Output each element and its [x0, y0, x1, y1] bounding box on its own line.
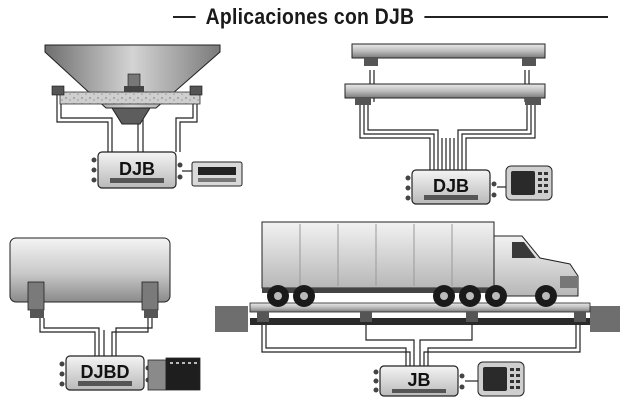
- load-cell: [522, 58, 536, 66]
- pit-wall-left: [215, 306, 248, 332]
- weight-indicator-bridge: [505, 165, 553, 201]
- load-cell: [355, 98, 371, 105]
- beam-cables: [359, 70, 536, 172]
- plc-module: [147, 357, 201, 391]
- beam-scale-application: [344, 43, 546, 172]
- truck-scale-application: [215, 221, 620, 368]
- scale-platform: [249, 302, 591, 313]
- motor-base: [124, 86, 144, 92]
- load-cell: [364, 58, 378, 66]
- djb-junction-box-bridge: DJB: [405, 169, 497, 205]
- scale-deck: [250, 318, 590, 325]
- load-cell: [189, 85, 203, 96]
- hopper-application: [44, 44, 221, 152]
- load-cell: [574, 312, 586, 322]
- djbd-junction-box-tank: DJBD: [59, 355, 151, 391]
- load-cell: [51, 85, 65, 96]
- trailer-panels: [299, 224, 453, 286]
- terminal-strip: [392, 389, 446, 393]
- truck-grille: [560, 276, 578, 288]
- tank-cables: [39, 318, 153, 356]
- cab-window: [512, 242, 536, 258]
- upper-beam: [351, 43, 546, 59]
- load-cell: [466, 312, 478, 322]
- trailer-body: [261, 221, 495, 289]
- load-cell: [30, 310, 44, 318]
- truck-wheels: [267, 285, 557, 307]
- hopper-outlet: [111, 107, 151, 125]
- load-cell: [144, 310, 158, 318]
- load-cell: [360, 312, 372, 322]
- djb-junction-box-hopper: DJB: [91, 151, 183, 189]
- jb-junction-box-truck: JB: [373, 365, 465, 397]
- hopper-floor: [59, 91, 201, 105]
- junction-box: [379, 365, 459, 397]
- terminal-strip: [78, 381, 132, 386]
- tank-body: [9, 237, 171, 303]
- junction-box-label: DJBD: [80, 362, 129, 382]
- tank-application: [9, 237, 171, 356]
- lower-beam: [344, 83, 546, 99]
- junction-box-label: DJB: [119, 159, 155, 179]
- tank-saddle: [141, 281, 159, 311]
- terminal-strip: [110, 178, 164, 183]
- terminal-strip: [424, 195, 478, 200]
- page-title: Aplicaciones con DJB: [195, 0, 425, 34]
- trailer-frame: [262, 288, 494, 293]
- load-cell: [525, 98, 541, 105]
- load-cell: [257, 312, 269, 322]
- tank-saddle: [27, 281, 45, 311]
- weight-indicator-truck: [477, 361, 525, 397]
- junction-box-label: JB: [407, 370, 430, 390]
- pit-wall-right: [590, 306, 620, 332]
- junction-box-label: DJB: [433, 176, 469, 196]
- truck-cables: [261, 325, 581, 368]
- weight-indicator-hopper: [191, 161, 243, 187]
